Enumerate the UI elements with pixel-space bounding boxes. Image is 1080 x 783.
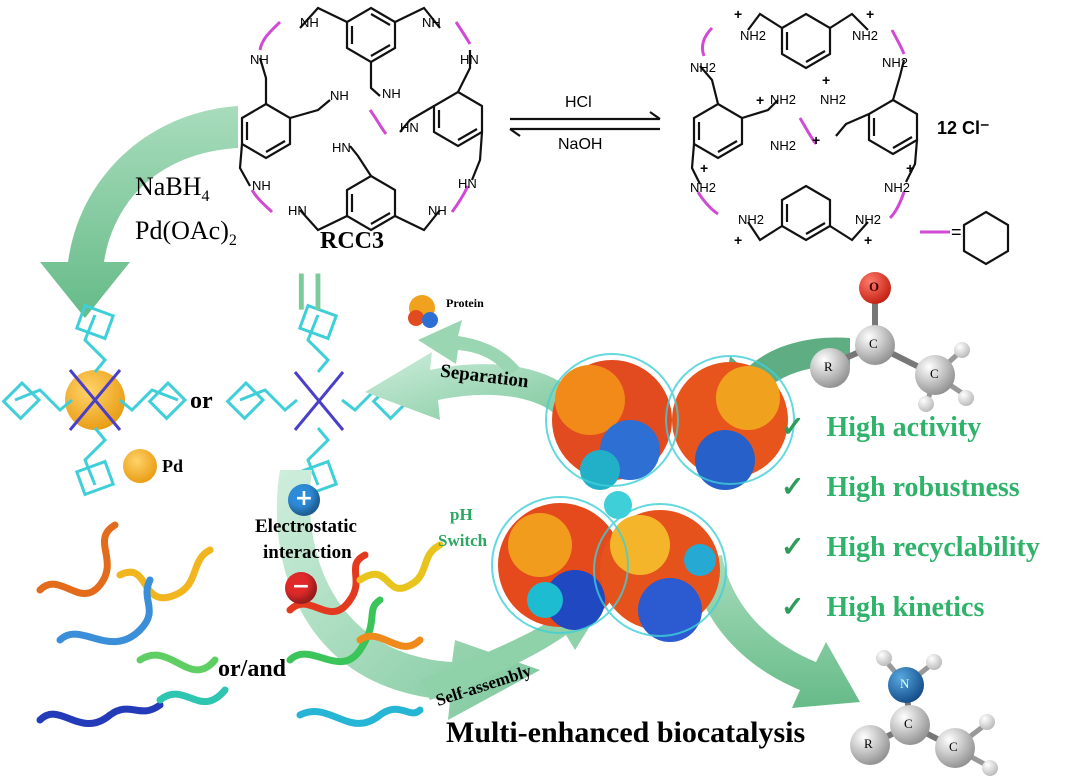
ketone-r-label: R — [824, 359, 833, 374]
protonated-nh2-label-4: NH2 — [882, 55, 909, 70]
protein-release-arrow — [418, 320, 520, 376]
separation-arrow — [365, 352, 580, 420]
rcc3-linkers — [250, 20, 472, 214]
ph-label: pH — [450, 505, 473, 524]
protonated-nh2-label-3: NH2 — [690, 60, 717, 75]
reducing-reagents: NaBH4 Pd(OAc)2 — [135, 170, 237, 258]
amine-carbon-label: C — [904, 716, 913, 731]
check-icon: ✓ — [781, 592, 805, 623]
amine-r-label: R — [864, 736, 873, 751]
property-high-robustness: ✓High robustness — [781, 472, 1020, 503]
protonated-nh2-label-5: NH2 — [770, 92, 797, 107]
pd-cage-model — [1, 303, 188, 497]
plus-charge-2: + — [866, 6, 875, 22]
rcc3-hn-label-3: HN — [332, 140, 351, 155]
rcc3-nh-label-5: NH — [382, 86, 401, 101]
plus-charge-5: + — [812, 132, 821, 148]
protonated-nh2-label-2: NH2 — [852, 28, 879, 43]
property-high-recyclability: ✓High recyclability — [781, 532, 1040, 563]
protein-label: Protein — [446, 296, 484, 310]
equilibrium-arrows — [509, 111, 661, 137]
protonated-nh2-label-10: NH2 — [738, 212, 765, 227]
base-label: NaOH — [558, 136, 603, 153]
cyclohexane-ring — [962, 210, 1010, 266]
protein-cage-shells — [491, 353, 795, 637]
protein-ribbon-right — [286, 541, 444, 727]
check-icon: ✓ — [781, 532, 805, 563]
pd-legend-ball — [123, 449, 157, 483]
ketone-molecule — [810, 272, 974, 412]
rcc3-nh-label-2: NH — [422, 15, 441, 30]
reagent-pd-oac: Pd(OAc)2 — [135, 216, 237, 250]
ketone-carbon2-label: C — [930, 366, 939, 381]
check-icon: ✓ — [781, 412, 805, 443]
footer-title: Multi-enhanced biocatalysis — [446, 716, 806, 749]
or-label: or — [190, 388, 213, 414]
check-icon: ✓ — [781, 472, 805, 503]
protonated-nh2-label-8: NH2 — [690, 180, 717, 195]
protonated-nh2-label-1: NH2 — [740, 28, 767, 43]
reduction-arrow — [40, 106, 238, 318]
rcc3-nh-label-4: NH — [330, 88, 349, 103]
equals-sign: || — [296, 268, 330, 310]
nitrogen-atom-label: N — [900, 676, 910, 691]
plus-charge-3: + — [756, 92, 765, 108]
protein-ribbon-left — [36, 521, 229, 727]
rcc3-hn-label-2: HN — [400, 120, 419, 135]
switch-label: Switch — [438, 531, 488, 550]
plus-charge-4: + — [822, 72, 831, 88]
empty-cage-model — [225, 303, 412, 497]
protonated-nh2-label-7: NH2 — [770, 138, 797, 153]
negative-charge-icon: − — [285, 572, 317, 604]
protonated-nh2-label-6: NH2 — [820, 92, 847, 107]
chloride-label: 12 Cl⁻ — [937, 118, 990, 138]
electrostatic-label: Electrostatic — [255, 516, 357, 537]
plus-charge-1: + — [734, 6, 743, 22]
rcc3-label: RCC3 — [320, 228, 384, 254]
reagent-nabh4: NaBH4 — [135, 172, 210, 206]
rcc3-nh-label-7: NH — [428, 203, 447, 218]
rcc3-neutral-structure — [238, 6, 484, 232]
protein-small — [408, 295, 438, 328]
rcc3-nh-label-6: NH — [252, 178, 271, 193]
interaction-label: interaction — [263, 542, 352, 563]
product-arrow — [690, 555, 860, 708]
rcc3-hn-label-1: HN — [460, 52, 479, 67]
property-high-kinetics: ✓High kinetics — [781, 592, 985, 623]
protein-cluster — [498, 360, 788, 642]
rcc3-hn-label-4: HN — [458, 176, 477, 191]
rcc3-protonated-structure — [690, 12, 919, 242]
self-assembly-arrow — [276, 470, 540, 720]
plus-charge-8: + — [734, 232, 743, 248]
positive-charge-icon: + — [288, 484, 320, 516]
acid-label: HCl — [565, 94, 592, 111]
amine-carbon2-label: C — [949, 739, 958, 754]
cyclohexane-equals: = — [951, 222, 962, 242]
oxygen-atom-label: O — [869, 279, 880, 294]
or-and-label: or/and — [218, 656, 287, 682]
property-high-activity: ✓High activity — [781, 412, 982, 443]
rcc3-nh-label-1: NH — [300, 15, 319, 30]
pd-label: Pd — [162, 456, 184, 476]
protonated-linkers — [696, 26, 906, 220]
plus-charge-7: + — [906, 160, 915, 176]
rcc3-nh-label-3: NH — [250, 52, 269, 67]
plus-charge-9: + — [864, 232, 873, 248]
amine-molecule — [850, 650, 998, 776]
rcc3-hn-label-5: HN — [288, 203, 307, 218]
protonated-nh2-label-11: NH2 — [855, 212, 882, 227]
plus-charge-6: + — [700, 160, 709, 176]
protonated-nh2-label-9: NH2 — [884, 180, 911, 195]
ketone-carbon-label: C — [869, 336, 878, 351]
